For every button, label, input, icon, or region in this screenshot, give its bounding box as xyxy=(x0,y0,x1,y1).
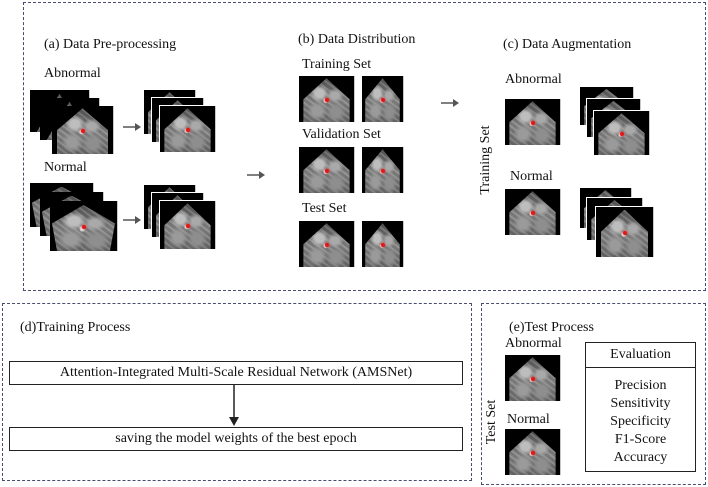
metric-f1-score: F1-Score xyxy=(614,432,667,447)
augmented-abnormal-3 xyxy=(594,111,650,155)
test-side-label: Test Set xyxy=(484,399,499,445)
test-title: (e)Test Process xyxy=(509,320,594,335)
metric-accuracy: Accuracy xyxy=(613,450,668,465)
preprocessing-abnormal-label: Abnormal xyxy=(44,66,101,81)
preprocessing-title: (a) Data Pre-processing xyxy=(44,37,177,52)
top-panel xyxy=(23,2,706,291)
test-normal-image xyxy=(505,429,561,475)
test-abnormal-image xyxy=(505,355,561,401)
augmented-normal-source xyxy=(505,189,561,235)
metric-specificity: Specificity xyxy=(610,414,671,429)
processed-abnormal-image-3 xyxy=(160,106,216,152)
training-panel xyxy=(2,303,472,481)
training-arrow-down xyxy=(228,385,240,432)
training-image-1 xyxy=(299,76,355,122)
augmentation-abnormal-label: Abnormal xyxy=(505,72,562,87)
validation-image-1 xyxy=(299,147,355,193)
test-panel xyxy=(481,303,706,485)
augmented-abnormal-source xyxy=(505,99,561,145)
metric-precision: Precision xyxy=(614,378,667,393)
training-title: (d)Training Process xyxy=(20,320,131,335)
test-image-1 xyxy=(299,221,355,267)
training-image-2 xyxy=(362,76,404,122)
augmentation-normal-label: Normal xyxy=(510,169,553,184)
metric-sensitivity: Sensitivity xyxy=(610,396,671,411)
test-normal-label: Normal xyxy=(507,412,550,427)
validation-set-label: Validation Set xyxy=(302,127,381,142)
evaluation-box: Evaluation Precision Sensitivity Specifi… xyxy=(585,342,696,472)
preprocess-arrow-abnormal xyxy=(123,118,141,136)
raw-abnormal-image-3 xyxy=(52,106,114,154)
augmented-normal-3 xyxy=(596,207,654,257)
augmentation-side-label: Training Set xyxy=(478,125,493,195)
augmentation-title: (c) Data Augmentation xyxy=(503,37,632,52)
evaluation-title: Evaluation xyxy=(586,343,695,368)
processed-normal-image-3 xyxy=(160,201,216,249)
arrow-to-distribution xyxy=(247,166,265,184)
preprocess-arrow-normal xyxy=(123,211,141,229)
training-set-label: Training Set xyxy=(302,57,372,72)
test-set-label: Test Set xyxy=(302,201,347,216)
validation-image-2 xyxy=(362,147,404,193)
distribution-title: (b) Data Distribution xyxy=(298,32,416,47)
raw-normal-image-3 xyxy=(50,201,118,251)
test-abnormal-label: Abnormal xyxy=(505,336,562,351)
arrow-to-augmentation xyxy=(441,94,459,112)
preprocessing-normal-label: Normal xyxy=(44,160,87,175)
model-box: Attention-Integrated Multi-Scale Residua… xyxy=(9,361,463,385)
weights-box: saving the model weights of the best epo… xyxy=(9,427,463,451)
test-image-2 xyxy=(362,221,404,267)
